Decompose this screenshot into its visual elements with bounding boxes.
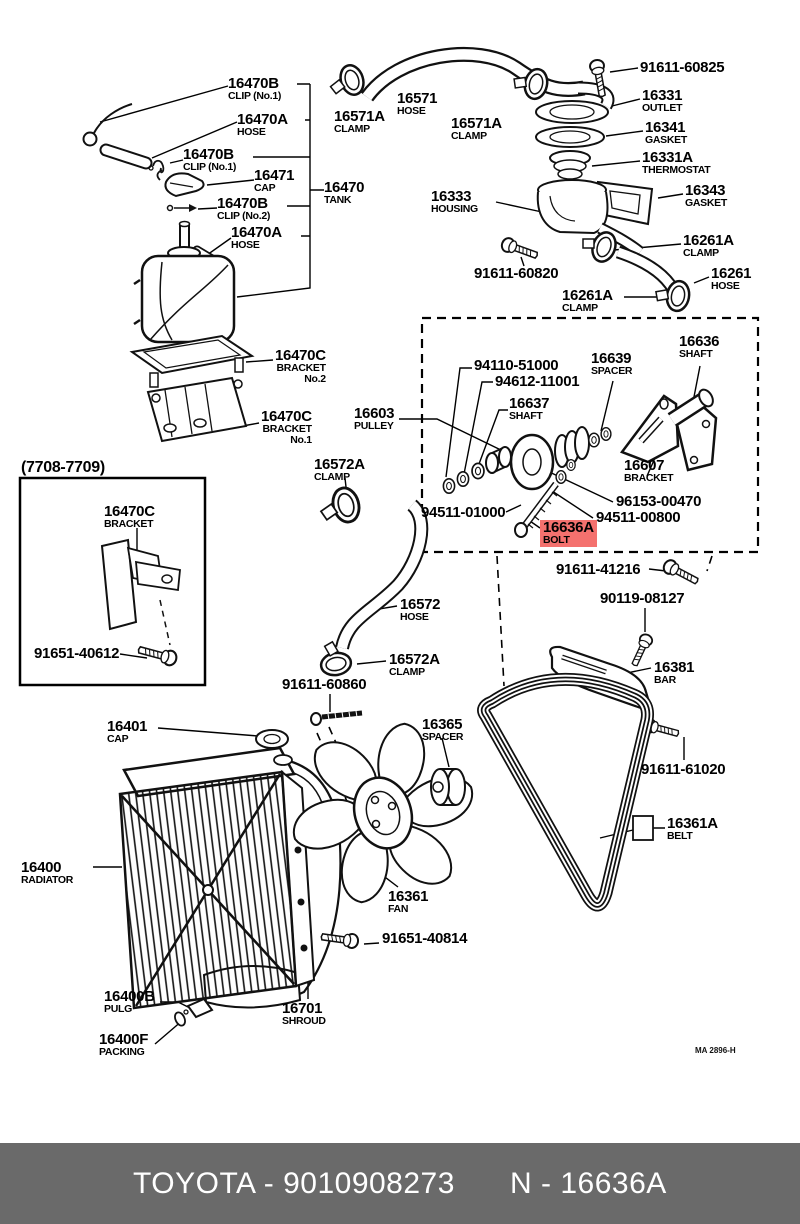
footer-part-ref: N - 16636A bbox=[510, 1166, 667, 1200]
reservoir-tank-drawing bbox=[82, 103, 236, 344]
detail-box-pulley bbox=[316, 316, 760, 807]
part-label-91611-41216[interactable]: 91611-41216 bbox=[556, 561, 641, 578]
part-label-91651-40612[interactable]: 91651-40612 bbox=[34, 645, 120, 662]
part-label-91611-60820[interactable]: 91611-60820 bbox=[474, 265, 559, 282]
fan-drawing bbox=[292, 716, 474, 950]
part-label-96153-00470[interactable]: 96153-00470 bbox=[616, 493, 702, 510]
part-label-94511-00800[interactable]: 94511-00800 bbox=[596, 509, 681, 526]
pulley-assembly-drawing bbox=[442, 388, 718, 538]
bar-and-bolts-drawing bbox=[549, 557, 702, 741]
belt-drawing bbox=[477, 672, 654, 912]
part-label-91611-60825[interactable]: 91611-60825 bbox=[640, 59, 725, 76]
part-label-90119-08127[interactable]: 90119-08127 bbox=[600, 590, 685, 607]
part-label-94511-01000[interactable]: 94511-01000 bbox=[421, 504, 506, 521]
upper-hose-thermostat-drawing bbox=[324, 46, 693, 314]
part-label-91611-60860[interactable]: 91611-60860 bbox=[282, 676, 367, 693]
inset-box-date-range: (7708-7709) bbox=[21, 459, 105, 476]
footer-brand-number: TOYOTA - 9010908273 bbox=[133, 1166, 455, 1200]
bracket-16470c-late-drawing bbox=[100, 538, 181, 668]
figure-code: MA 2896-H bbox=[695, 1046, 736, 1055]
part-label-91611-61020[interactable]: 91611-61020 bbox=[641, 761, 726, 778]
part-label-94110-51000[interactable]: 94110-51000 bbox=[474, 357, 559, 374]
part-label-91651-40814[interactable]: 91651-40814 bbox=[382, 930, 468, 947]
footer-bar: TOYOTA - 9010908273 N - 16636A bbox=[0, 1143, 800, 1224]
mid-hose-drawing bbox=[310, 483, 429, 726]
radiator-drawing bbox=[118, 729, 342, 1027]
part-label-94612-11001[interactable]: 94612-11001 bbox=[495, 373, 580, 390]
bracket-16470c-drawing bbox=[129, 334, 255, 443]
inset-box-7708-7709 bbox=[18, 476, 207, 687]
